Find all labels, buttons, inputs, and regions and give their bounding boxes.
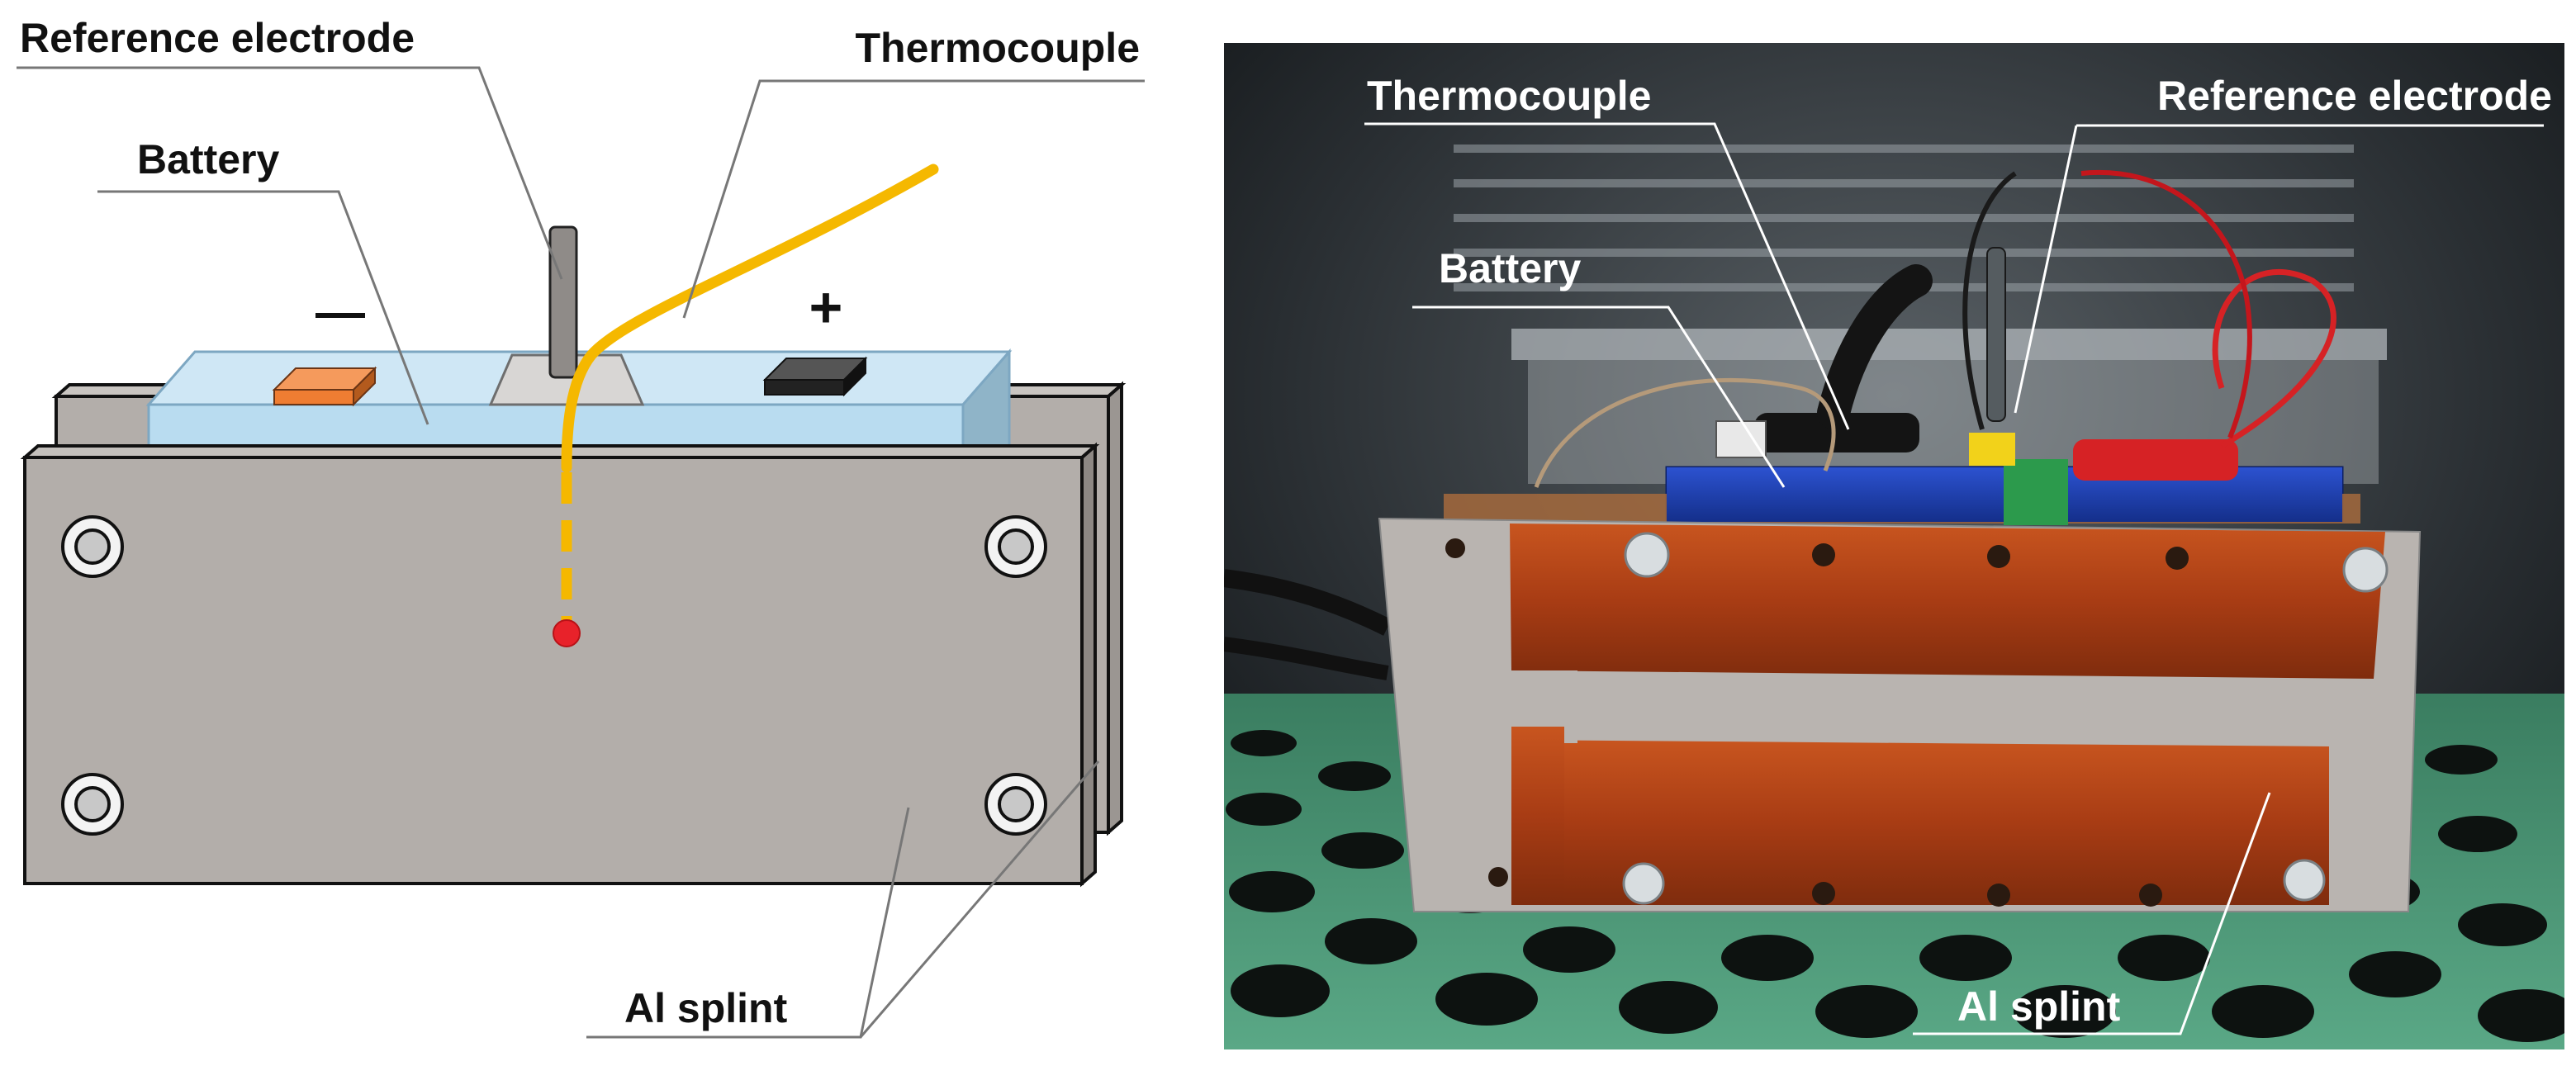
negative-symbol: — xyxy=(315,284,365,339)
leader-lines xyxy=(17,66,1145,1039)
thermocouple-wire xyxy=(561,163,939,473)
photo-battery-label: Battery xyxy=(1439,245,1581,291)
black-clip xyxy=(1754,413,1919,452)
photo-reference-electrode-label: Reference electrode xyxy=(2157,73,2552,119)
bolt-icon xyxy=(61,773,124,836)
bolt-icon xyxy=(61,515,124,578)
heater-tape-bridge xyxy=(1511,670,1577,743)
side-cable xyxy=(1224,637,1389,680)
splint-holes xyxy=(1445,538,2189,907)
black-wire xyxy=(1962,171,2017,430)
splint-label: Al splint xyxy=(624,985,788,1031)
front-splint xyxy=(20,442,1100,888)
battery-label: Battery xyxy=(137,136,279,182)
photo-splint-label: Al splint xyxy=(1957,983,2121,1030)
reference-electrode-probe xyxy=(1986,247,2006,422)
bolt-icon xyxy=(984,515,1047,578)
reference-electrode-label: Reference electrode xyxy=(20,15,415,61)
black-lead xyxy=(1817,264,1933,429)
chamber-back-wall xyxy=(1528,360,2379,484)
silver-terminal xyxy=(1715,420,1767,458)
thermocouple-label: Thermocouple xyxy=(856,25,1140,71)
photo-leader-lines xyxy=(1364,122,2544,1035)
tray-holes xyxy=(1226,730,2564,1042)
bolt-icon xyxy=(984,773,1047,836)
bolt-icon xyxy=(1622,532,2389,905)
photo-panel: Thermocouple Reference electrode Battery… xyxy=(1224,43,2564,1049)
schematic-diagram: — + Reference electrode Thermocouple Bat… xyxy=(17,15,1145,1039)
thermocouple-lead xyxy=(1534,377,1836,488)
heater-tape-left xyxy=(1511,727,1564,905)
yellow-connector xyxy=(1969,433,2015,466)
chamber-shelf xyxy=(1511,329,2387,360)
heater-tape-lower xyxy=(1511,740,2329,905)
green-connector xyxy=(2004,459,2068,525)
side-cable xyxy=(1224,569,1392,636)
red-wire xyxy=(2080,169,2252,439)
reference-electrode-rod xyxy=(548,225,578,379)
thermocouple-tip xyxy=(553,619,581,647)
positive-symbol: + xyxy=(809,275,843,339)
negative-tab xyxy=(272,366,377,407)
red-wire xyxy=(2212,268,2336,449)
photo-thermocouple-label: Thermocouple xyxy=(1367,73,1651,119)
positive-tab xyxy=(762,356,868,397)
red-clip xyxy=(2073,439,2238,481)
